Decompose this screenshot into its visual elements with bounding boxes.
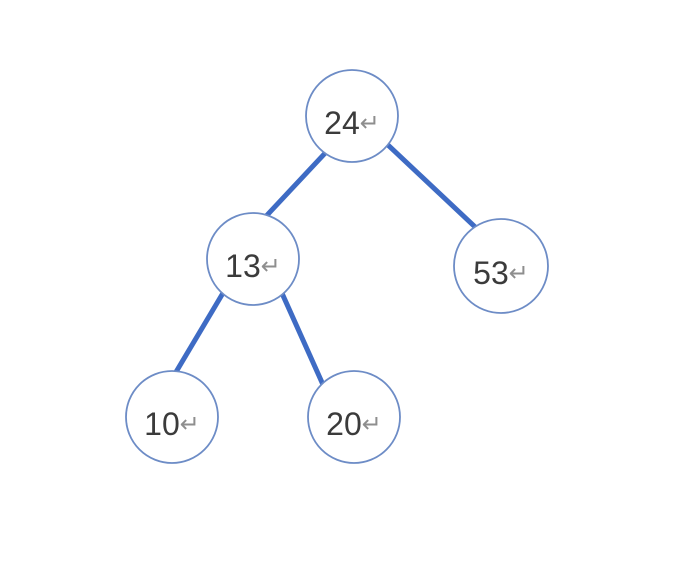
tree-edge-left-to-left-right bbox=[272, 276, 329, 393]
tree-node-53 bbox=[453, 218, 549, 314]
node-value: 13 bbox=[225, 248, 261, 284]
node-value: 24 bbox=[324, 105, 360, 141]
return-mark-icon: ↵ bbox=[360, 110, 380, 137]
return-mark-icon: ↵ bbox=[261, 253, 281, 280]
tree-node-label-20: 20↵ bbox=[326, 406, 382, 442]
return-mark-icon: ↵ bbox=[509, 260, 529, 287]
tree-node-13 bbox=[206, 212, 300, 306]
tree-edge-left-to-left-left bbox=[166, 278, 233, 387]
tree-node-10 bbox=[125, 370, 219, 464]
node-value: 10 bbox=[144, 406, 180, 442]
tree-node-label-10: 10↵ bbox=[144, 406, 200, 442]
node-value: 53 bbox=[473, 255, 509, 291]
tree-node-label-53: 53↵ bbox=[473, 255, 529, 291]
tree-node-label-13: 13↵ bbox=[225, 248, 281, 284]
return-mark-icon: ↵ bbox=[180, 411, 200, 438]
return-mark-icon: ↵ bbox=[362, 411, 382, 438]
tree-node-24 bbox=[305, 69, 399, 163]
tree-edge-root-to-right bbox=[375, 132, 485, 237]
tree-node-20 bbox=[307, 370, 401, 464]
tree-node-label-24: 24↵ bbox=[324, 105, 380, 141]
node-value: 20 bbox=[326, 406, 362, 442]
